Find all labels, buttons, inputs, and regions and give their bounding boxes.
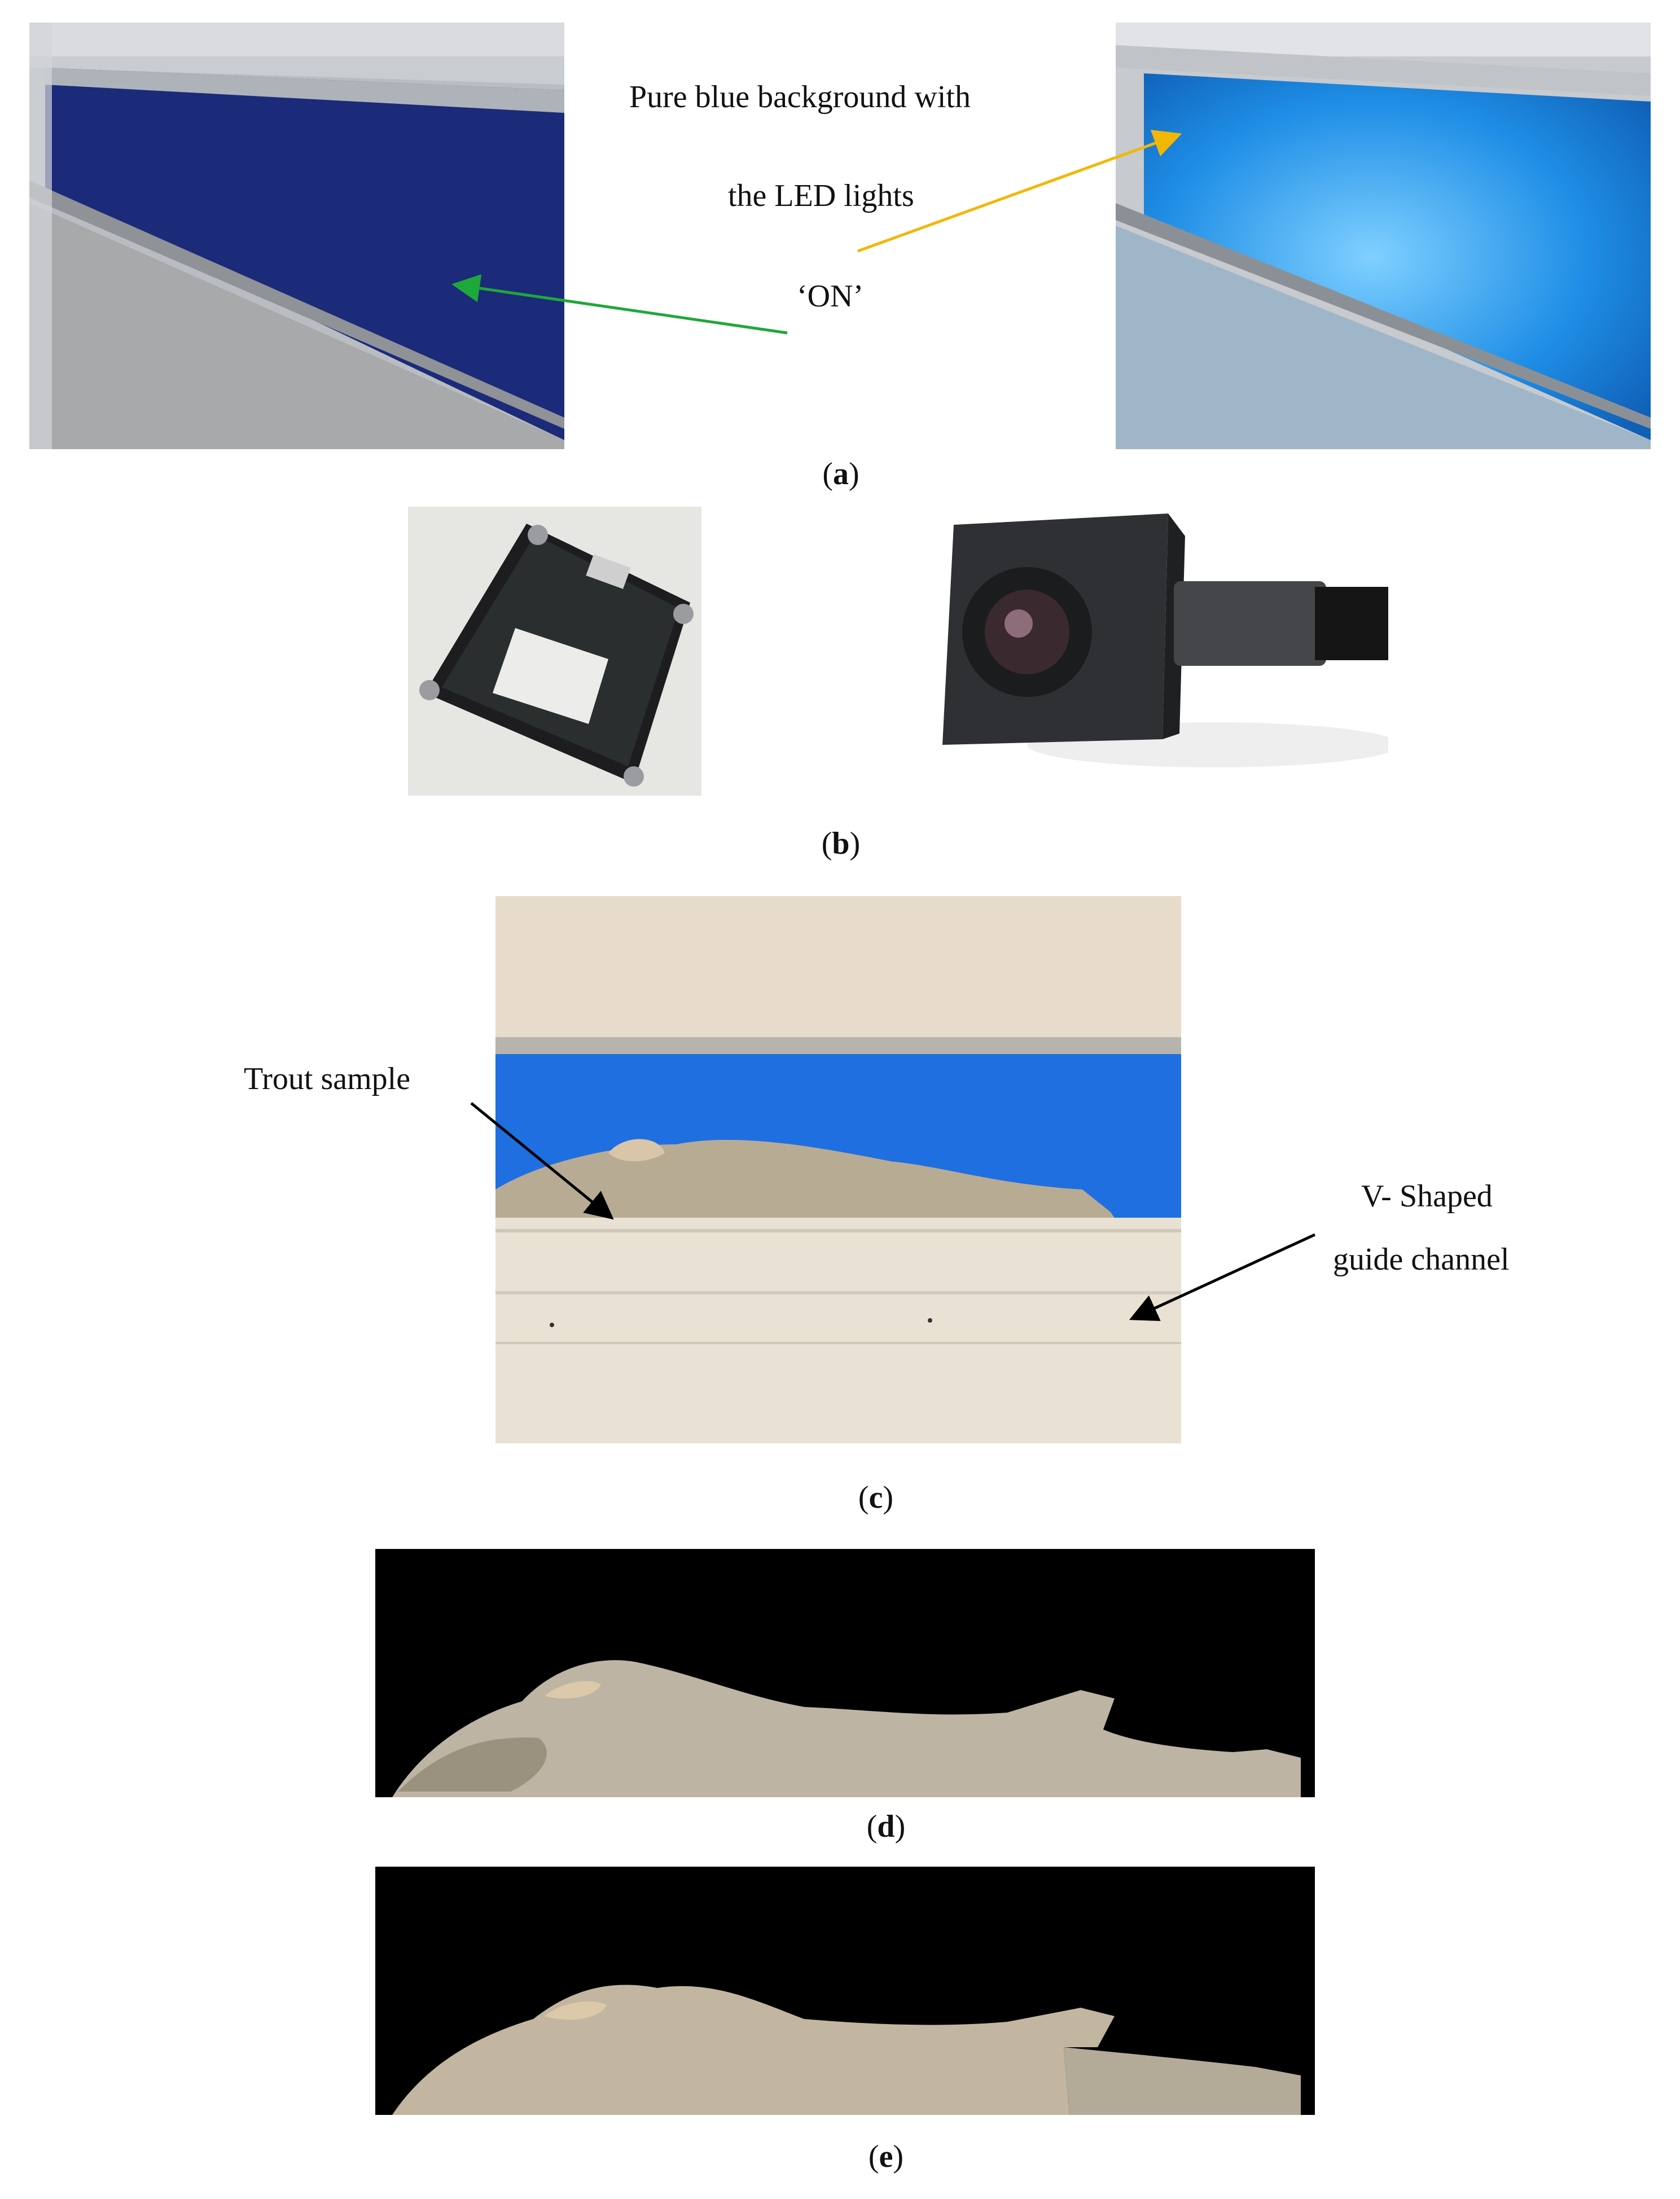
caption-d: (d) bbox=[866, 1809, 906, 1844]
caption-b: (b) bbox=[821, 826, 861, 861]
annotation-line-1: Pure blue background with bbox=[629, 80, 971, 115]
segmented-fish-e bbox=[375, 1867, 1315, 2115]
led-on-photo bbox=[1116, 23, 1651, 449]
caption-e: (e) bbox=[868, 2139, 904, 2174]
label-channel-line-2: guide channel bbox=[1333, 1242, 1510, 1277]
trout-setup-photo bbox=[495, 896, 1181, 1443]
label-trout-sample: Trout sample bbox=[244, 1061, 411, 1096]
label-channel-line-1: V- Shaped bbox=[1361, 1179, 1493, 1214]
sensor-board-photo bbox=[408, 507, 701, 796]
caption-c: (c) bbox=[858, 1480, 894, 1515]
annotation-line-3: ‘ON’ bbox=[797, 279, 864, 314]
caption-a: (a) bbox=[822, 457, 859, 491]
segmented-fish-d bbox=[375, 1549, 1315, 1797]
usb-camera-photo bbox=[920, 502, 1388, 796]
annotation-line-2: the LED lights bbox=[728, 178, 914, 213]
led-off-photo bbox=[29, 23, 564, 449]
